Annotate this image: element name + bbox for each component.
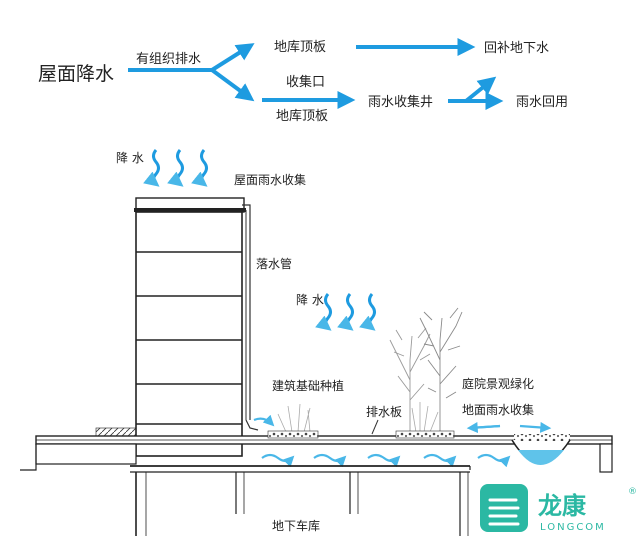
ground-collection-label: 地面雨水收集 bbox=[462, 402, 534, 417]
garage-roof-top-label: 地库顶板 bbox=[274, 39, 326, 55]
building bbox=[134, 197, 246, 457]
flow-arrow-icon bbox=[464, 76, 497, 103]
rain-mid-label: 降 水 bbox=[296, 293, 324, 307]
organized-drainage-label: 有组织排水 bbox=[136, 52, 201, 67]
downpipe-label: 落水管 bbox=[256, 256, 292, 271]
tree-icon bbox=[419, 307, 463, 436]
garage: 地下车库 bbox=[130, 465, 471, 536]
flow-diagram: 屋面降水 有组织排水 地库顶板 回补地下水 收集口 地库顶板 雨水收集井 雨水回… bbox=[38, 38, 568, 124]
brand-watermark: 龙康 ® LONGCOM bbox=[480, 484, 637, 533]
shrub-icon bbox=[277, 402, 439, 433]
brand-registered: ® bbox=[628, 487, 637, 497]
downpipe bbox=[242, 204, 259, 431]
section-drawing: 降 水 屋面雨水收集 落水管 降 水 bbox=[20, 149, 613, 536]
drain-board-label: 排水板 bbox=[366, 405, 402, 419]
reuse-label: 雨水回用 bbox=[516, 95, 568, 110]
tree-icon bbox=[389, 327, 431, 436]
recharge-label: 回补地下水 bbox=[484, 41, 549, 56]
rain-top-label: 降 水 bbox=[116, 151, 144, 165]
garage-roof-bottom-label: 地库顶板 bbox=[276, 108, 328, 124]
drain-board-leader bbox=[371, 419, 379, 435]
flow-arrow-icon bbox=[210, 68, 255, 102]
garage-label: 地下车库 bbox=[272, 518, 320, 533]
brand-name-cn: 龙康 bbox=[538, 492, 587, 520]
rain-well-label: 雨水收集井 bbox=[368, 94, 433, 110]
flow-source-label: 屋面降水 bbox=[38, 63, 114, 85]
rain-arrow-icon bbox=[143, 149, 208, 187]
flow-arrow-icon bbox=[210, 43, 255, 72]
rain-arrow-icon bbox=[315, 293, 376, 331]
rain-swale bbox=[511, 434, 613, 473]
foundation-planting-label: 建筑基础种植 bbox=[272, 378, 344, 393]
collection-port-label: 收集口 bbox=[286, 74, 325, 90]
courtyard-green-label: 庭院景观绿化 bbox=[462, 376, 534, 391]
brand-name-en: LONGCOM bbox=[540, 522, 606, 533]
roof-collection-label: 屋面雨水收集 bbox=[234, 172, 306, 187]
wave-arrow-icon bbox=[253, 414, 548, 468]
